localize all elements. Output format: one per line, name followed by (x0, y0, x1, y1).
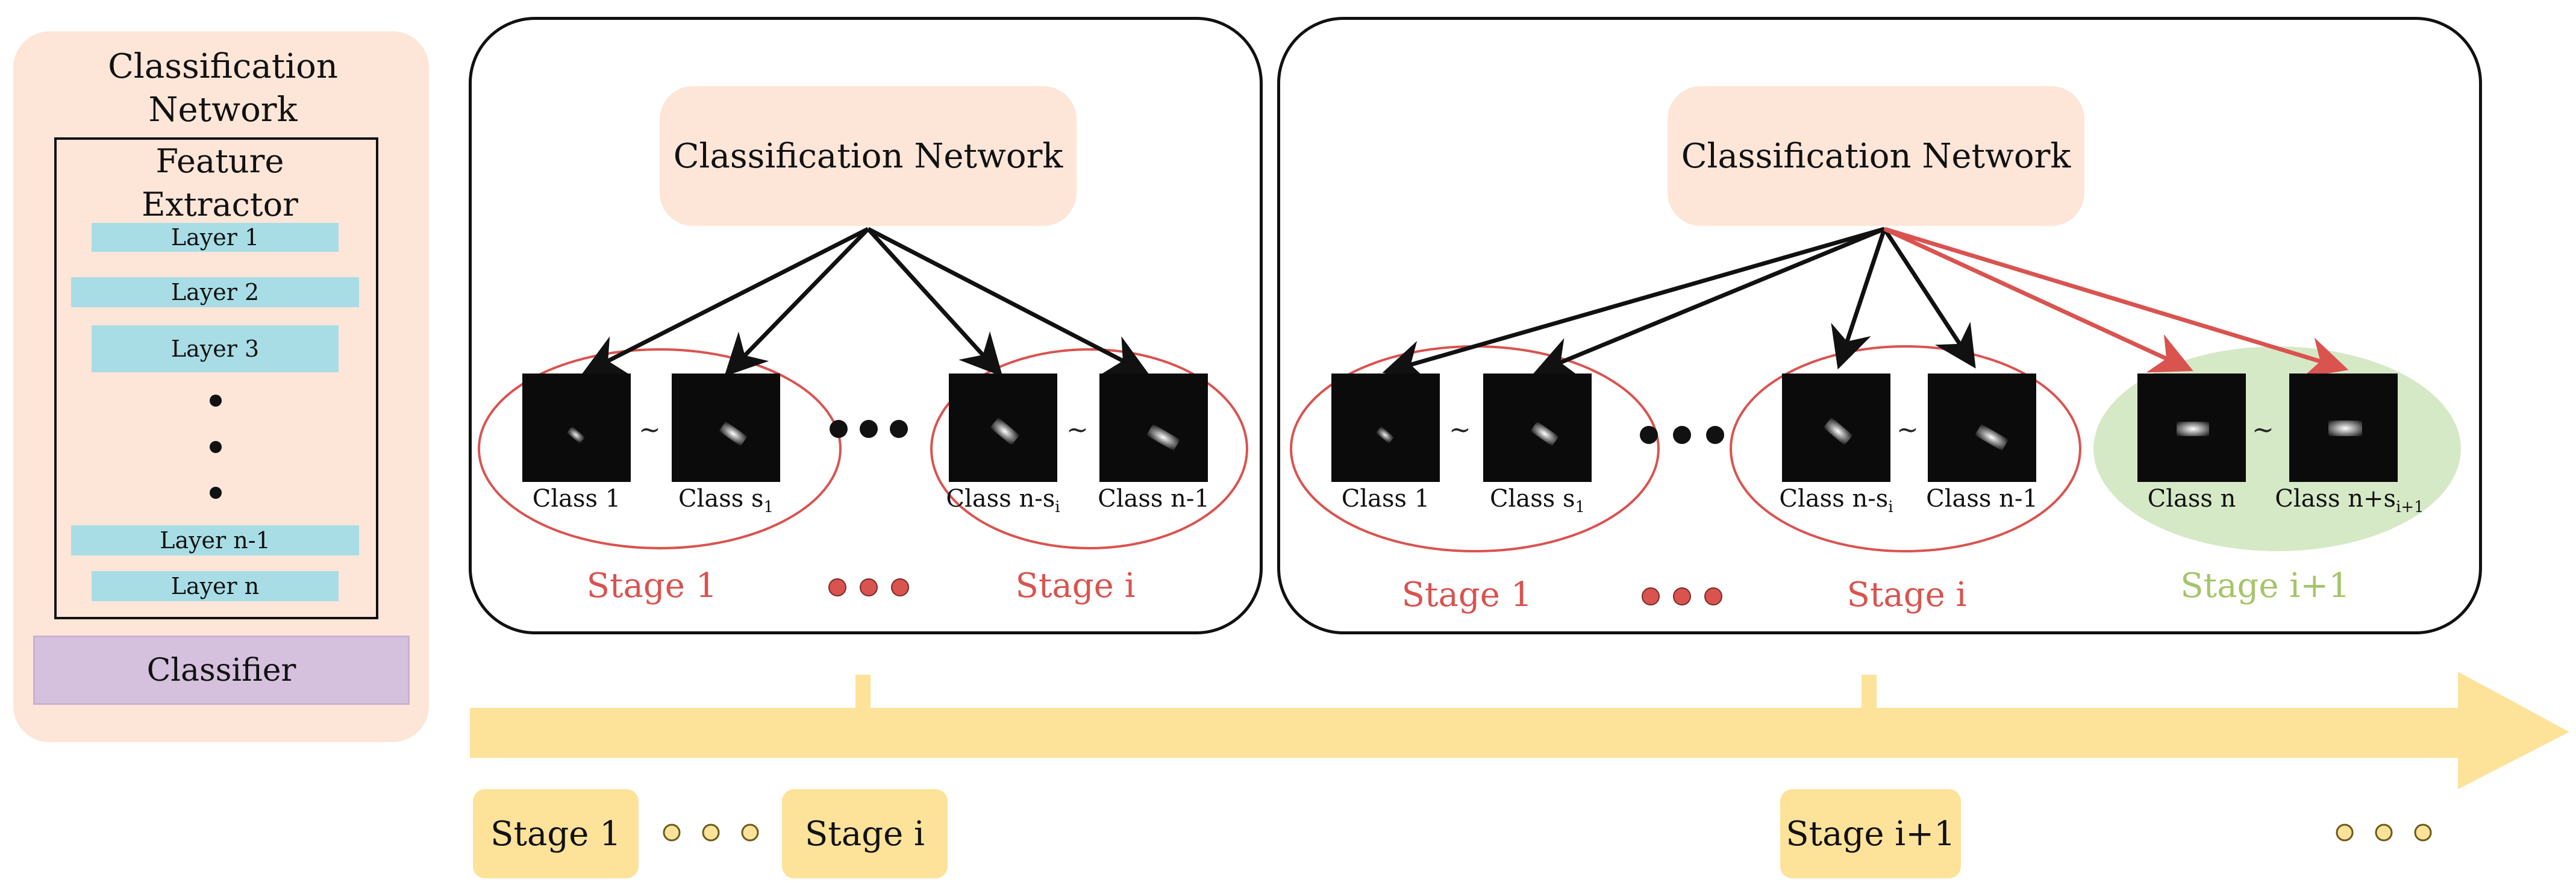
sar-image-class-n-si1 (2289, 374, 2398, 482)
ellipsis-dot (1673, 426, 1691, 444)
sar-image-class-n-si (1782, 374, 1890, 482)
feature-extractor-box (54, 137, 378, 619)
layer-3: Layer 3 (92, 325, 339, 372)
arrow (581, 227, 869, 375)
panel1-classification-network: Classification Network (660, 86, 1077, 226)
timeline-dot (663, 824, 681, 842)
class-n-si-label: Class n-si (946, 485, 1060, 516)
panel1-stage-1-label: Stage 1 (586, 566, 717, 605)
timeline-dot (2414, 824, 2432, 842)
class-s1-label: Class s1 (678, 485, 774, 516)
timeline-dot (2336, 824, 2354, 842)
layer-n: Layer n (92, 571, 339, 601)
class-s1-label: Class s1 (1489, 485, 1586, 516)
arrow (867, 227, 1149, 375)
ellipsis-dot (860, 420, 878, 438)
classifier-box: Classifier (33, 636, 410, 705)
new-class-arrow (1883, 227, 2193, 373)
left-title-line1: Classification (108, 47, 338, 86)
arrow (1533, 227, 1886, 378)
panel2-stage-1-label: Stage 1 (1401, 575, 1533, 614)
red-dot (1642, 587, 1660, 605)
arrow (866, 227, 1003, 377)
panel2-stage-i-label: Stage i (1846, 575, 1967, 614)
timeline-stage-i1: Stage i+1 (1780, 789, 1961, 878)
panel2-stagei-ellipse (1730, 345, 2081, 552)
tilde: ~ (1449, 414, 1471, 445)
timeline-stage-i: Stage i (782, 789, 948, 878)
timeline-arrow (470, 672, 2569, 789)
tilde: ~ (639, 414, 661, 445)
layer-ellipsis-dot (210, 441, 222, 453)
class-n-label: Class n (2147, 485, 2236, 513)
class-n-1-label: Class n-1 (1926, 485, 2038, 513)
sar-image-class-s1 (1483, 374, 1592, 482)
sar-image-class-n-1 (1928, 374, 2036, 482)
panel1-stagei-ellipse (930, 348, 1248, 549)
layer-ellipsis-dot (210, 395, 222, 407)
class-1-label: Class 1 (532, 485, 621, 513)
panel1-stage-i-label: Stage i (1015, 566, 1136, 605)
new-class-arrow (1883, 227, 2349, 378)
panel2-classification-network: Classification Network (1668, 86, 2084, 226)
panel1-stage1-ellipse (478, 348, 842, 549)
sar-image-class-n-si (949, 374, 1057, 482)
tilde: ~ (1066, 414, 1089, 445)
ellipsis-dot (830, 420, 848, 438)
sar-image-class-n (2137, 374, 2246, 482)
timeline-tick (855, 675, 871, 711)
arrow (1831, 228, 1887, 370)
arrow (1883, 228, 1976, 369)
red-dot (891, 578, 909, 596)
red-dot (1673, 587, 1691, 605)
feature-extractor-line1: Feature (155, 142, 284, 180)
class-n-1-label: Class n-1 (1098, 485, 1210, 513)
timeline-tick (1862, 675, 1877, 711)
red-dot (1704, 587, 1722, 605)
sar-image-class-s1 (672, 374, 780, 482)
red-dot (828, 578, 846, 596)
layer-ellipsis-dot (210, 487, 222, 499)
class-n-si1-label: Class n+si+1 (2275, 485, 2424, 516)
class-1-label: Class 1 (1341, 485, 1430, 513)
classification-network-panel (13, 31, 429, 742)
sar-image-class-n-1 (1099, 374, 1208, 482)
left-title-line2: Network (148, 90, 298, 130)
ellipsis-dot (1706, 426, 1724, 444)
arrow (724, 227, 870, 377)
ellipsis-dot (890, 420, 908, 438)
layer-1: Layer 1 (92, 223, 339, 252)
timeline-dot (702, 824, 720, 842)
timeline-dot (2375, 824, 2393, 842)
class-n-si-label: Class n-si (1779, 485, 1893, 516)
sar-image-class-1 (1331, 374, 1440, 482)
sar-image-class-1 (522, 374, 631, 482)
arrow (1382, 227, 1885, 382)
red-dot (860, 578, 878, 596)
layer-2: Layer 2 (71, 277, 359, 307)
layer-n-minus-1: Layer n-1 (71, 525, 359, 555)
tilde: ~ (2252, 414, 2274, 445)
timeline-dot (741, 824, 759, 842)
timeline-stage-1: Stage 1 (473, 789, 639, 878)
tilde: ~ (1896, 414, 1919, 445)
panel2-stage-i1-label: Stage i+1 (2180, 566, 2350, 605)
feature-extractor-line2: Extractor (142, 186, 298, 224)
ellipsis-dot (1640, 426, 1658, 444)
